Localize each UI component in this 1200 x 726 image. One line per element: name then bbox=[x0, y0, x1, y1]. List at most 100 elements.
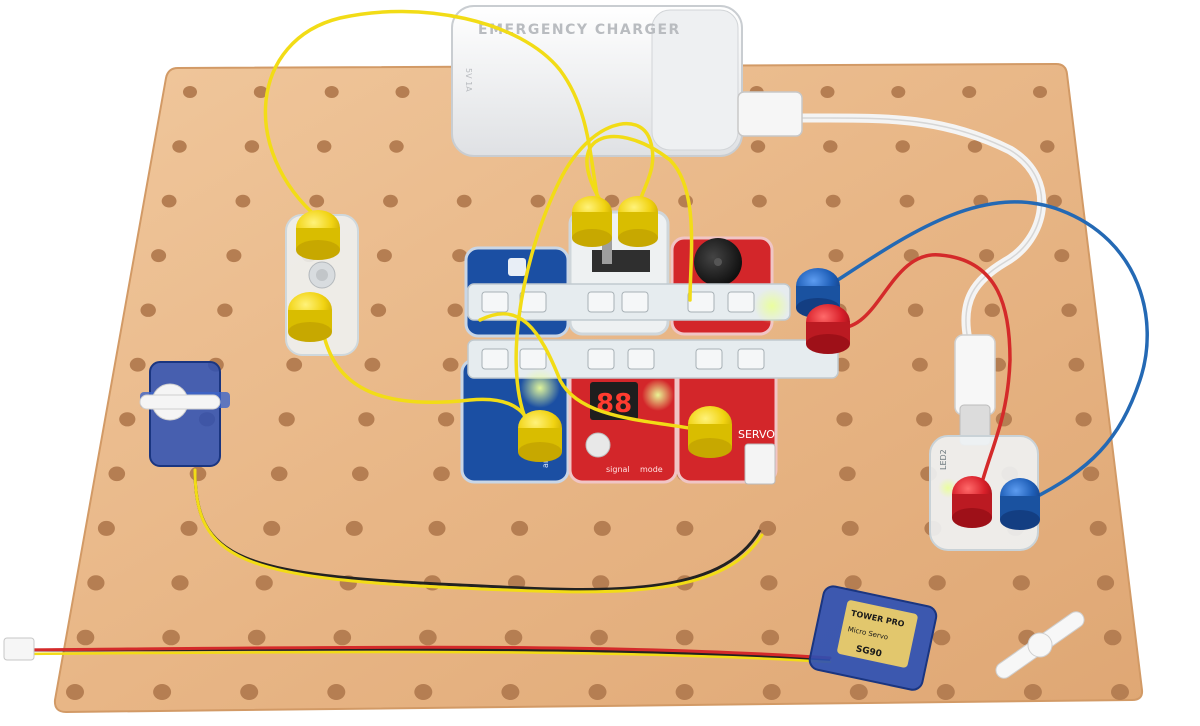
peg-hole bbox=[1012, 575, 1030, 591]
peg-hole bbox=[675, 629, 694, 646]
peg-hole bbox=[1082, 466, 1100, 482]
peg-hole bbox=[247, 629, 266, 646]
servo-motor-bottom[interactable]: TOWER PRO Micro Servo SG90 bbox=[808, 585, 938, 692]
peg-hole bbox=[226, 249, 242, 263]
connector-pad bbox=[627, 348, 655, 370]
connector-pad bbox=[737, 348, 765, 370]
yellow-wires bbox=[193, 9, 764, 594]
peg-hole bbox=[912, 357, 928, 372]
peg-hole bbox=[66, 684, 84, 700]
peg-hole bbox=[1061, 303, 1077, 317]
peg-hole bbox=[278, 412, 295, 427]
peg-hole bbox=[456, 194, 472, 208]
peg-hole bbox=[1075, 412, 1092, 427]
peg-hole bbox=[244, 140, 260, 153]
connector-pad bbox=[695, 348, 723, 370]
peg-hole bbox=[762, 684, 781, 700]
red-connector-caps[interactable] bbox=[806, 304, 992, 528]
peg-hole bbox=[286, 357, 303, 372]
peg-hole bbox=[180, 520, 198, 536]
peg-hole bbox=[907, 303, 924, 317]
peg-hole bbox=[590, 629, 608, 646]
connector-pad bbox=[587, 348, 615, 370]
peg-hole bbox=[759, 520, 777, 536]
peg-hole bbox=[438, 412, 455, 427]
peg-hole bbox=[592, 575, 610, 591]
peg-hole bbox=[153, 684, 172, 700]
peg-hole bbox=[189, 466, 207, 482]
led-glow-3 bbox=[642, 379, 674, 411]
peg-hole bbox=[108, 466, 126, 482]
peg-hole bbox=[928, 575, 946, 591]
peg-hole bbox=[370, 303, 387, 317]
peg-hole bbox=[253, 86, 268, 98]
loose-connector bbox=[3, 637, 35, 661]
led-glow-1 bbox=[520, 368, 560, 408]
peg-hole bbox=[428, 520, 446, 536]
usb-plug bbox=[954, 334, 996, 416]
peg-hole bbox=[501, 684, 520, 700]
peg-hole bbox=[841, 520, 859, 536]
yellow-connector-caps[interactable] bbox=[288, 196, 732, 462]
peg-hole bbox=[820, 86, 835, 98]
peg-hole bbox=[345, 520, 363, 536]
peg-hole bbox=[844, 575, 862, 591]
peg-hole bbox=[511, 520, 529, 536]
peg-hole bbox=[162, 629, 180, 646]
peg-hole bbox=[419, 629, 437, 646]
peg-hole bbox=[376, 249, 392, 263]
peg-hole bbox=[588, 684, 607, 700]
peg-hole bbox=[327, 684, 346, 700]
peg-hole bbox=[1096, 575, 1115, 591]
peg-hole bbox=[97, 520, 115, 536]
peg-hole bbox=[675, 684, 694, 700]
peg-hole bbox=[183, 86, 197, 98]
connector-pad bbox=[727, 291, 755, 313]
peg-hole bbox=[891, 86, 906, 98]
peg-hole bbox=[414, 684, 433, 700]
signal-label: signal bbox=[606, 465, 630, 474]
peg-hole bbox=[383, 194, 398, 208]
connector-pad bbox=[481, 291, 509, 313]
peg-hole bbox=[984, 303, 1000, 317]
peg-hole bbox=[309, 194, 325, 208]
power-bank: EMERGENCY CHARGER 5V 1A bbox=[451, 5, 803, 157]
peg-hole bbox=[750, 140, 766, 153]
peg-hole bbox=[1033, 86, 1047, 98]
blue-connector-caps[interactable] bbox=[796, 268, 1040, 530]
peg-hole bbox=[1068, 357, 1085, 372]
servo-horn bbox=[995, 611, 1085, 679]
peg-hole bbox=[217, 303, 233, 317]
peg-hole bbox=[87, 575, 105, 591]
connector-pad bbox=[687, 291, 715, 313]
peg-hole bbox=[1054, 249, 1070, 263]
peg-hole bbox=[1040, 140, 1055, 153]
peg-hole bbox=[899, 194, 915, 208]
peg-hole bbox=[1111, 684, 1129, 700]
peg-hole bbox=[255, 575, 273, 591]
servo-motor-left[interactable] bbox=[139, 361, 230, 467]
peg-hole bbox=[324, 86, 339, 98]
peg-hole bbox=[761, 629, 780, 646]
peg-hole bbox=[932, 629, 951, 646]
peg-hole bbox=[752, 194, 767, 208]
peg-hole bbox=[962, 86, 977, 98]
connector-pad bbox=[621, 291, 649, 313]
connector-pad bbox=[481, 348, 509, 370]
peg-hole bbox=[676, 520, 694, 536]
servo-label: SERVO bbox=[738, 428, 775, 441]
peg-hole bbox=[828, 249, 844, 263]
peg-hole bbox=[129, 357, 146, 372]
peg-hole bbox=[895, 140, 910, 153]
servo-header bbox=[744, 443, 776, 485]
peg-hole bbox=[839, 466, 856, 482]
peg-hole bbox=[1047, 194, 1062, 208]
connector-pad bbox=[519, 348, 547, 370]
peg-hole bbox=[442, 357, 459, 372]
peg-hole bbox=[333, 629, 352, 646]
peg-hole bbox=[140, 303, 156, 317]
peg-hole bbox=[171, 575, 189, 591]
peg-hole bbox=[936, 684, 955, 700]
peg-hole bbox=[760, 575, 778, 591]
